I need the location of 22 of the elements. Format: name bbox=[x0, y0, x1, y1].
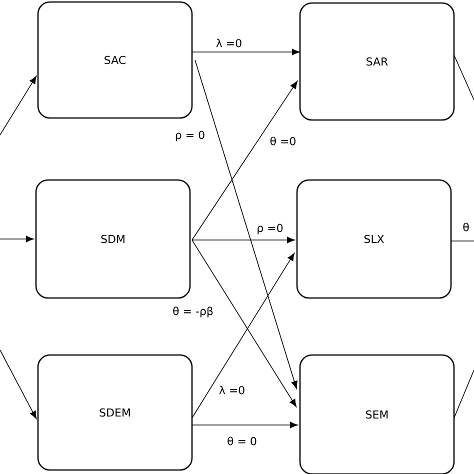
model-box: SAR bbox=[299, 2, 455, 121]
edge-label: θ bbox=[462, 222, 470, 232]
arrow bbox=[0, 350, 37, 419]
arrow bbox=[192, 48, 300, 56]
edge-label: θ =0 bbox=[268, 136, 298, 146]
edge-label: θ = -ρβ bbox=[172, 306, 214, 318]
arrow bbox=[192, 80, 298, 240]
edge-label: θ = 0 bbox=[226, 436, 258, 446]
model-box: SLX bbox=[296, 179, 452, 299]
model-box: SDM bbox=[35, 179, 191, 299]
arrow bbox=[192, 422, 298, 428]
model-box: SEM bbox=[299, 354, 455, 474]
arrow bbox=[192, 236, 295, 244]
arrow bbox=[194, 60, 298, 389]
edge-label: λ =0 bbox=[218, 384, 246, 396]
edge-label: ρ =0 bbox=[256, 222, 284, 236]
edge-label: λ =0 bbox=[214, 38, 244, 48]
model-box: SAC bbox=[37, 1, 193, 119]
arrow bbox=[0, 236, 34, 242]
edge-label: ρ = 0 bbox=[174, 130, 206, 142]
model-box: SDEM bbox=[37, 354, 193, 471]
arrow bbox=[0, 76, 37, 136]
